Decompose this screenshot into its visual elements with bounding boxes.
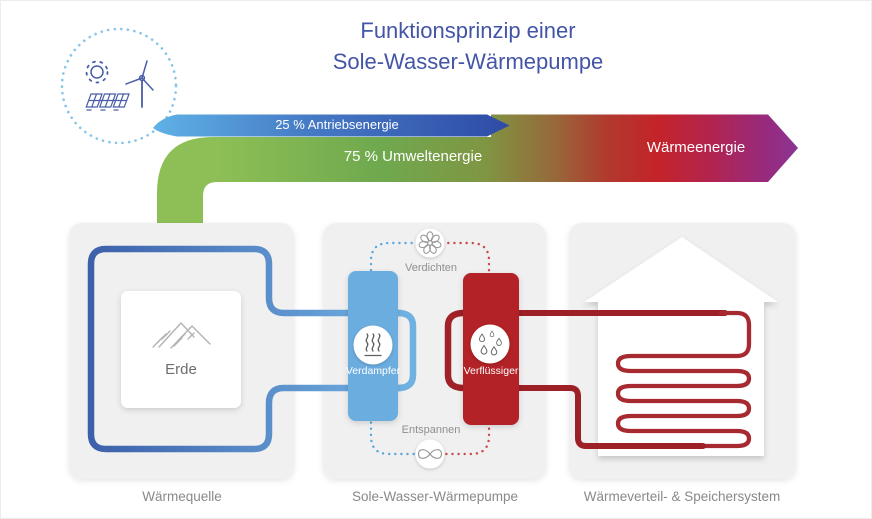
caption-heat-source: Wärmequelle xyxy=(142,489,222,504)
mountains-icon xyxy=(152,322,211,349)
steam-icon xyxy=(364,333,382,357)
environment-energy-label: 75 % Umweltenergie xyxy=(343,148,483,165)
dotted-circle xyxy=(60,27,178,145)
fan-icon xyxy=(418,231,442,254)
solar-panels-icon xyxy=(85,93,130,111)
expansion-circle xyxy=(415,439,445,469)
earth-card xyxy=(121,291,241,408)
compressor-label: Verdichten xyxy=(405,262,457,274)
brine-pipe-loop xyxy=(87,245,417,453)
page-title: Funktionsprinzip einer Sole-Wasser-Wärme… xyxy=(333,15,604,77)
return-pipe xyxy=(458,385,706,449)
expansion-label: Entspannen xyxy=(401,424,461,436)
expansion-valve-icon xyxy=(417,449,443,459)
renewable-energy-badge xyxy=(60,27,178,145)
page-title-line2: Sole-Wasser-Wärmepumpe xyxy=(332,49,604,74)
evaporator-circle xyxy=(353,325,393,365)
wind-turbine-icon xyxy=(125,60,154,108)
evaporator-label: Verdampfer xyxy=(345,365,401,377)
condenser-label: Verflüssiger xyxy=(463,365,519,377)
caption-heat-pump: Sole-Wasser-Wärmepumpe xyxy=(351,489,519,504)
condenser-bracket xyxy=(444,309,468,392)
drive-energy-arrow xyxy=(153,114,510,137)
page-title-line1: Funktionsprinzip einer xyxy=(360,18,576,43)
energy-band xyxy=(157,114,798,223)
droplets-icon xyxy=(478,330,502,356)
evaporator-bracket xyxy=(394,309,417,392)
sun-icon xyxy=(85,60,109,84)
heat-energy-label: Wärmeenergie xyxy=(646,139,746,156)
heating-coil xyxy=(615,310,752,449)
earth-card-label: Erde xyxy=(165,361,197,378)
condenser-circle xyxy=(470,324,510,364)
compressor-circle xyxy=(415,228,445,258)
caption-distribution: Wärmeverteil- & Speichersystem xyxy=(583,489,781,504)
drive-energy-label: 25 % Antriebsenergie xyxy=(275,117,399,132)
